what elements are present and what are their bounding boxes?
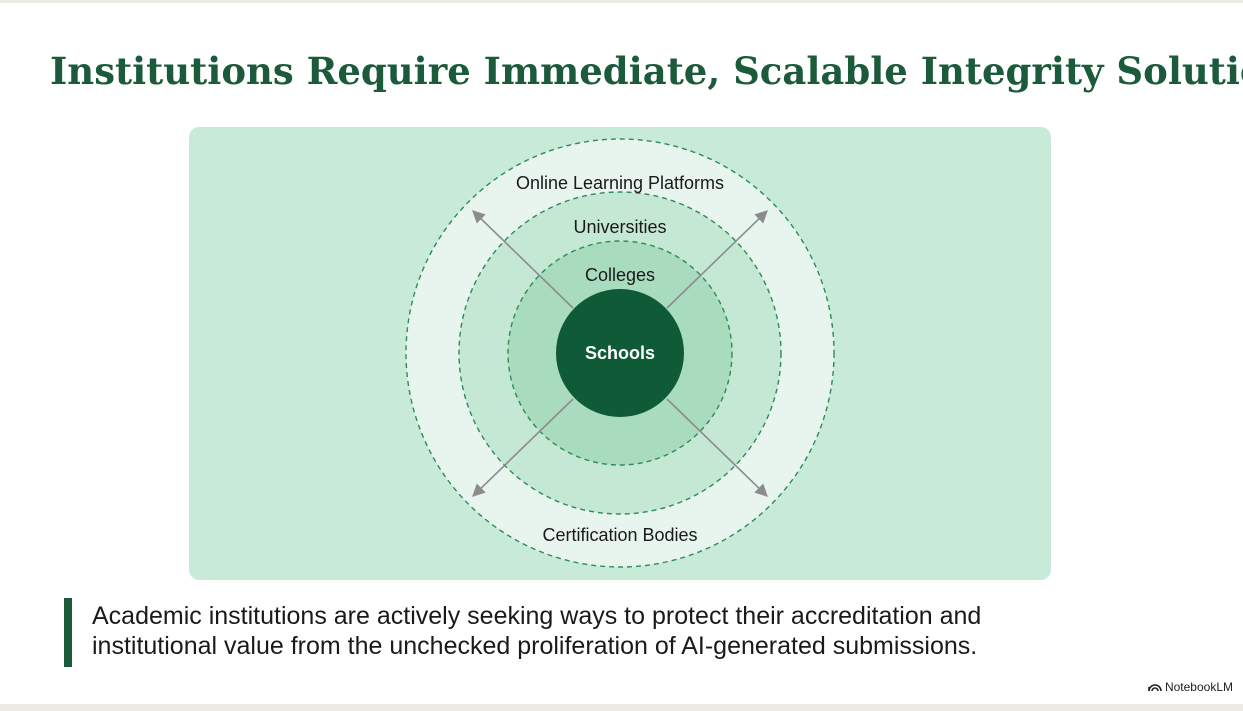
callout-text: Academic institutions are actively seeki… [92, 602, 982, 660]
diagram-panel: Schools Colleges Universities Online Lea… [189, 127, 1051, 580]
brand-name: NotebookLM [1164, 680, 1233, 694]
arrow-southwest [472, 398, 574, 497]
slide: Institutions Require Immediate, Scalable… [0, 3, 1243, 704]
ring-label-certification-bodies: Certification Bodies [542, 525, 697, 545]
brand-watermark: NotebookLM [1148, 680, 1233, 694]
notebooklm-logo-icon [1148, 684, 1162, 692]
ring-label-online-learning-platforms: Online Learning Platforms [516, 173, 724, 193]
slide-title: Institutions Require Immediate, Scalable… [50, 49, 1243, 93]
arrow-northeast [666, 210, 768, 309]
arrow-southeast [666, 398, 768, 497]
ring-label-colleges: Colleges [585, 265, 655, 285]
core-circle [556, 289, 684, 417]
institution-rings-diagram: Schools Colleges Universities Online Lea… [405, 138, 835, 568]
core-label: Schools [585, 343, 655, 363]
callout-accent-bar [64, 598, 72, 667]
arrow-northwest [472, 210, 574, 309]
ring-label-universities: Universities [573, 217, 666, 237]
